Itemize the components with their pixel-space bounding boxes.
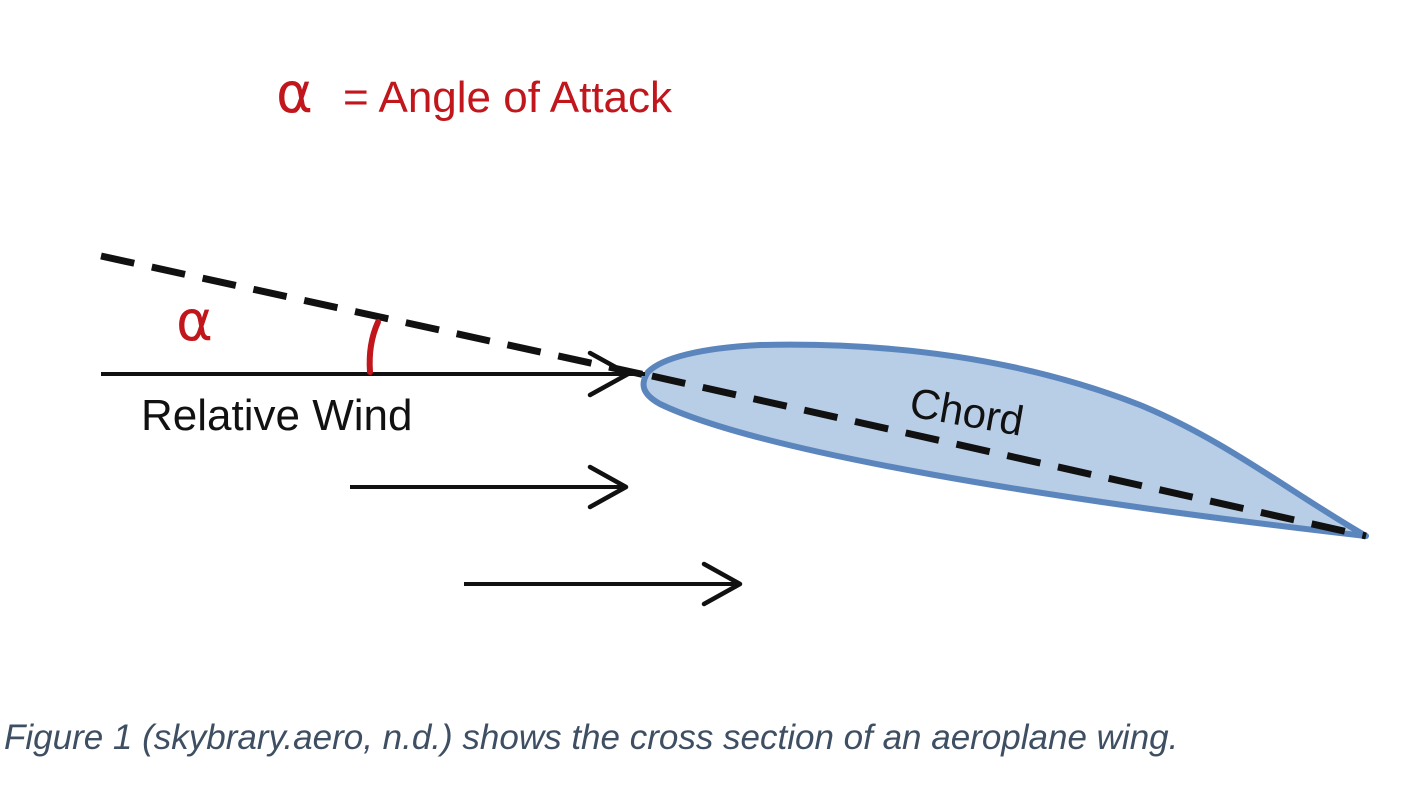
relative-wind-arrowhead (587, 350, 631, 398)
angle-alpha-label: α (176, 289, 213, 354)
wind-arrow-2-head (587, 464, 629, 510)
relative-wind-label: Relative Wind (141, 391, 412, 440)
airfoil-shape (640, 341, 1369, 539)
chord-line (651, 372, 1367, 540)
figure-caption: Figure 1 (skybrary.aero, n.d.) shows the… (4, 718, 1179, 757)
legend-alpha-symbol: α (276, 61, 313, 126)
wind-arrow-3-head (701, 561, 743, 607)
legend-text: = Angle of Attack (343, 73, 673, 122)
angle-arc (366, 319, 381, 375)
chord-extension-line (100, 252, 651, 380)
